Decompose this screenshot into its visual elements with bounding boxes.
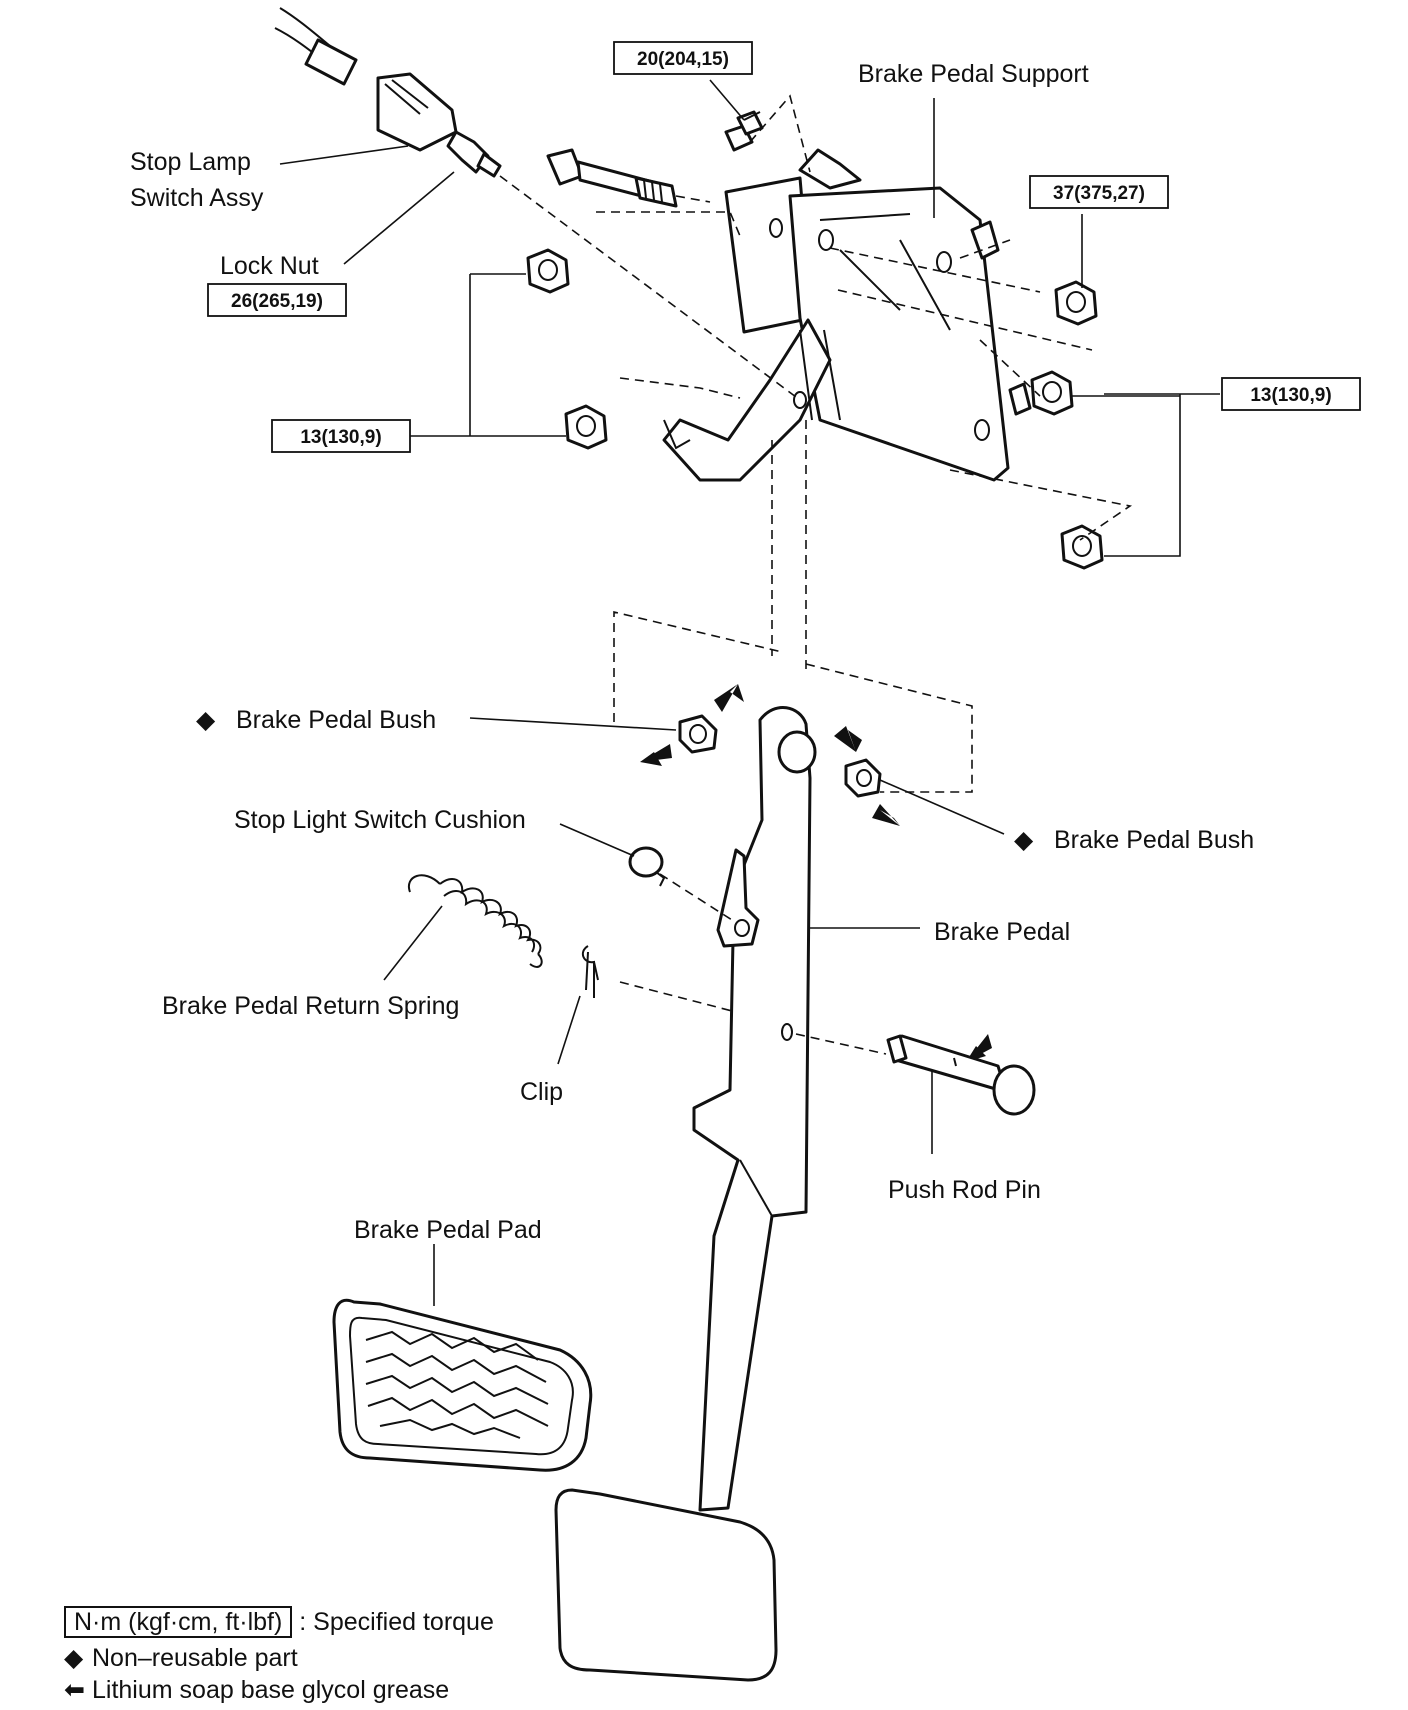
pin-assembly-line [795, 1033, 887, 1055]
label-lock-nut: Lock Nut [220, 252, 319, 280]
label-clip: Clip [520, 1078, 563, 1106]
legend-grease-row: ⬅Lithium soap base glycol grease [64, 1674, 449, 1706]
label-push-rod-pin: Push Rod Pin [888, 1176, 1041, 1204]
nut-left-lower [564, 404, 608, 450]
stop-lamp-switch [376, 72, 502, 178]
grease-arrows [640, 684, 992, 1062]
grease-arrow-icon: ⬅ [64, 1676, 85, 1704]
label-brake-pedal-return-spring: Brake Pedal Return Spring [162, 992, 459, 1020]
svg-text:13(130,9): 13(130,9) [1250, 385, 1331, 406]
label-brake-pedal-support: Brake Pedal Support [858, 60, 1089, 88]
legend-torque-row: N·m (kgf·cm, ft·lbf) : Specified torque [64, 1606, 494, 1638]
torque-box-nuts-left: 13(130,9) [271, 419, 411, 453]
nut-left-upper [526, 248, 570, 294]
svg-text:37(375,27): 37(375,27) [1053, 183, 1145, 204]
legend-torque-desc: : Specified torque [299, 1608, 494, 1636]
label-stop-lamp-switch-line1: Stop Lamp [130, 148, 251, 176]
brake-pedal-bush-right [844, 758, 882, 798]
brake-pedal [692, 706, 817, 1512]
wire-harness [274, 7, 358, 86]
legend-nonreusable-row: ◆ Non–reusable part [64, 1642, 298, 1674]
label-brake-pedal: Brake Pedal [934, 918, 1070, 946]
torque-box-lock-nut: 26(265,19) [207, 283, 347, 317]
mounting-bolt-top [724, 110, 764, 152]
nut-right-middle [1030, 370, 1074, 416]
clip-assembly-line [619, 981, 737, 1013]
nut-right-lower [1060, 524, 1104, 570]
label-brake-pedal-pad: Brake Pedal Pad [354, 1216, 542, 1244]
legend-torque-unit-box: N·m (kgf·cm, ft·lbf) [64, 1606, 293, 1638]
legend: N·m (kgf·cm, ft·lbf) : Specified torque … [64, 1606, 624, 1706]
diamond-icon: ◆ [64, 1644, 84, 1672]
torque-box-bolt-top: 20(204,15) [613, 41, 753, 75]
nut-right-upper [1054, 280, 1098, 326]
legend-grease-desc: Lithium soap base glycol grease [92, 1676, 450, 1704]
label-brake-pedal-bush-left: Brake Pedal Bush [236, 706, 436, 734]
legend-nonreusable-desc: Non–reusable part [92, 1644, 298, 1672]
assembly-lines-top [499, 94, 1133, 670]
svg-text:13(130,9): 13(130,9) [300, 427, 381, 448]
brake-pedal-foot-plate [554, 1488, 778, 1682]
torque-box-nut-right-upper: 37(375,27) [1029, 175, 1169, 209]
label-stop-lamp-switch-line2: Switch Assy [130, 184, 264, 212]
brake-pedal-pad [332, 1298, 593, 1472]
brake-pedal-return-spring [407, 874, 543, 968]
diamond-icon: ◆ [1014, 826, 1034, 854]
brake-pedal-support [662, 148, 1032, 482]
pivot-bolt [546, 148, 678, 208]
leader-lines [279, 79, 1220, 1306]
brake-pedal-bush-left [678, 714, 718, 754]
torque-box-nuts-right: 13(130,9) [1221, 377, 1361, 411]
bush-assembly-outline [613, 610, 973, 793]
push-rod-pin [886, 1034, 1036, 1116]
clip [581, 945, 599, 998]
diamond-icon: ◆ [196, 706, 216, 734]
svg-text:20(204,15): 20(204,15) [637, 49, 729, 70]
stop-light-switch-cushion [628, 846, 666, 887]
svg-text:26(265,19): 26(265,19) [231, 291, 323, 312]
label-stop-light-switch-cushion: Stop Light Switch Cushion [234, 806, 526, 834]
label-brake-pedal-bush-right: Brake Pedal Bush [1054, 826, 1254, 854]
